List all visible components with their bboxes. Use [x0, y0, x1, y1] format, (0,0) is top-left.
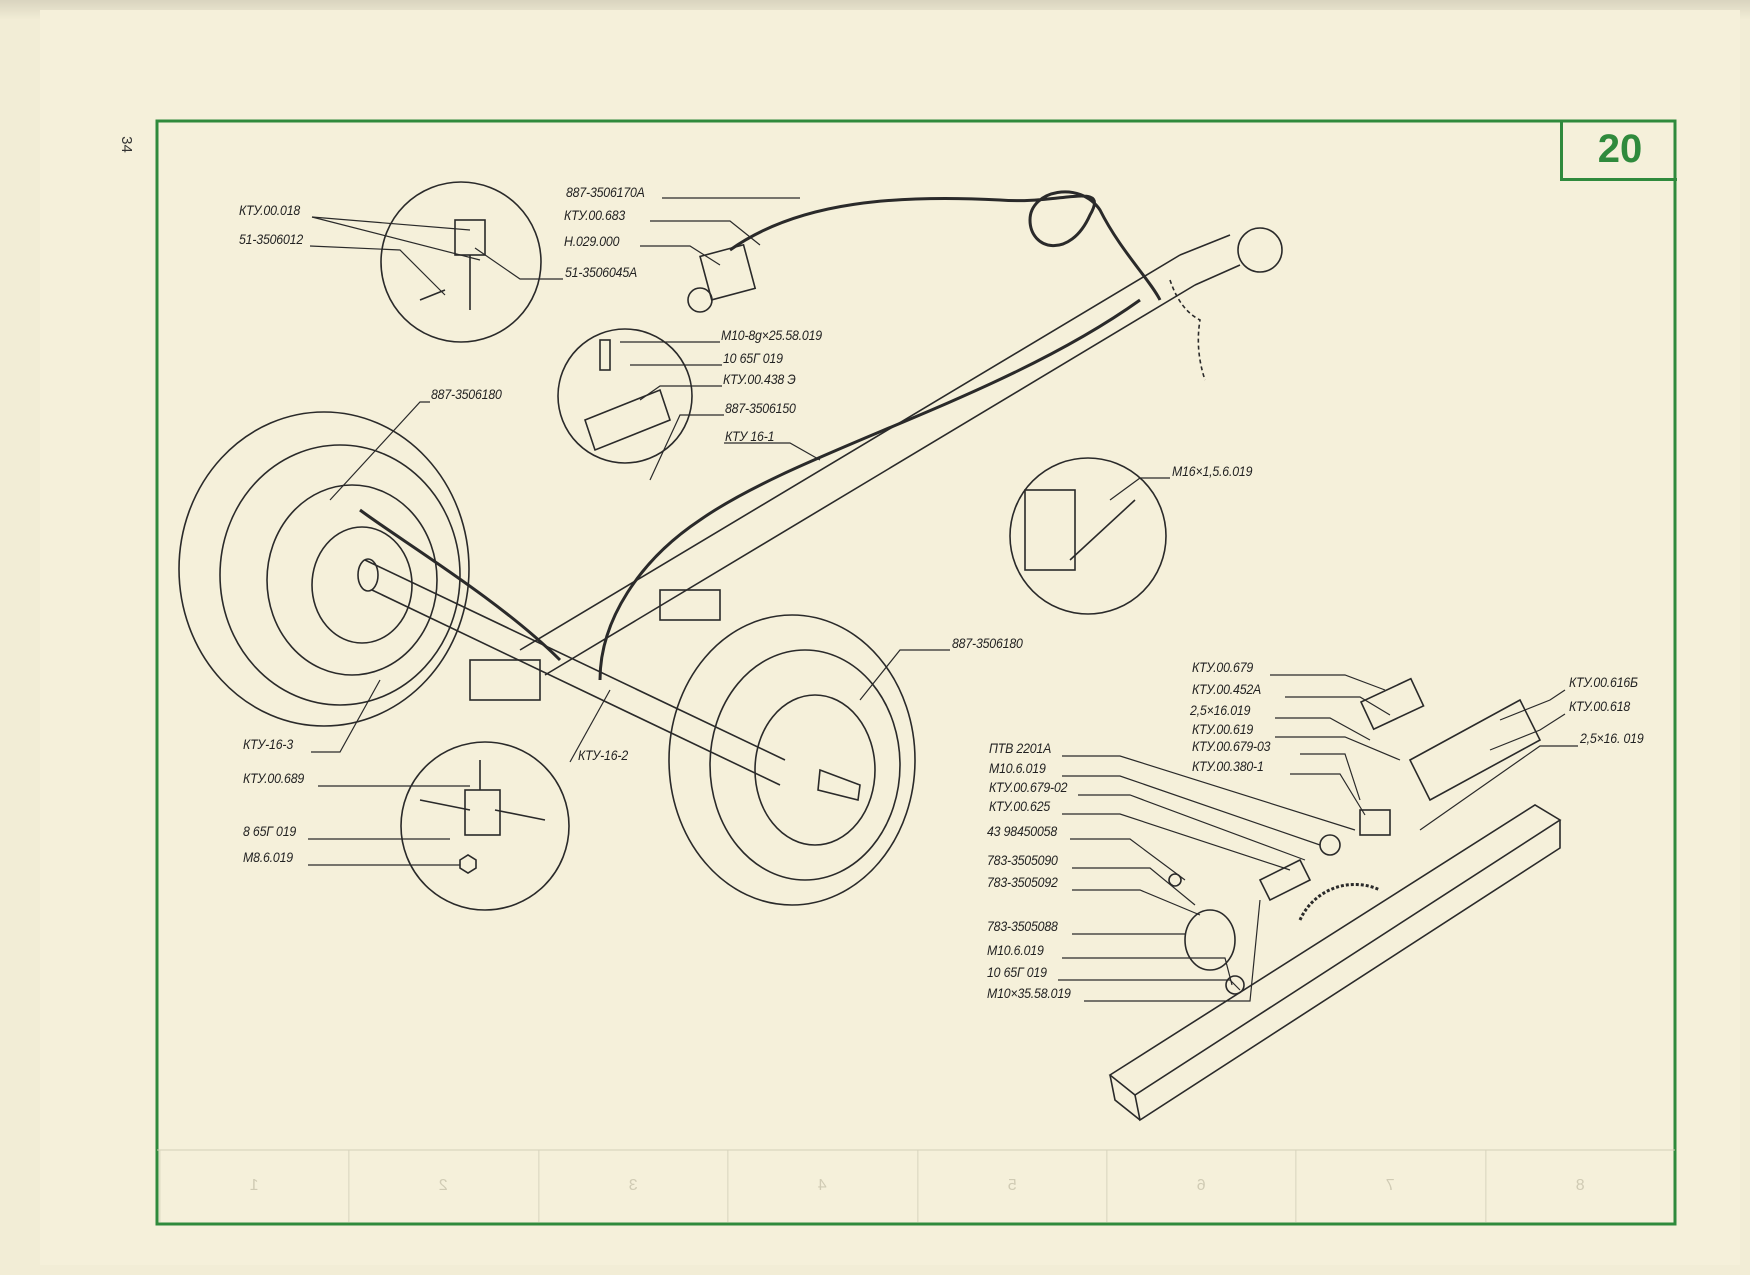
- column-number: 6: [1105, 1150, 1296, 1222]
- part-label: 887-3506170А: [566, 184, 645, 200]
- part-label: КТУ.00.679-03: [1192, 738, 1271, 754]
- part-label: 887-3506180: [952, 635, 1023, 651]
- brake-cable-drawing: [359, 190, 1162, 681]
- part-label: 783-3505092: [987, 874, 1058, 890]
- column-number: 8: [1484, 1150, 1674, 1222]
- part-label: 43 98450058: [987, 823, 1058, 839]
- figure-number: 20: [1597, 126, 1643, 171]
- part-label: 887-3506180: [431, 386, 502, 402]
- part-label: М16×1,5.6.019: [1172, 463, 1253, 479]
- part-label: Н.029.000: [564, 233, 620, 249]
- detail-circle-right: [1009, 457, 1167, 615]
- detail-circle-top-left: [380, 181, 542, 343]
- part-label: 51-3506045А: [565, 264, 638, 280]
- part-label: 10 65Г 019: [987, 964, 1047, 980]
- part-label: КТУ.00.683: [564, 207, 626, 223]
- part-label: КТУ-16-3: [243, 736, 294, 752]
- part-label: 783-3505088: [987, 918, 1058, 934]
- part-label: КТУ.00.625: [989, 798, 1051, 814]
- detail-circle-middle: [557, 328, 693, 464]
- part-label: КТУ-16-2: [578, 747, 629, 763]
- part-label: М10.6.019: [987, 942, 1044, 958]
- part-label: КТУ.00.618: [1569, 698, 1631, 714]
- left-wheel-drawing: [178, 411, 470, 727]
- part-label: 8 65Г 019: [243, 823, 297, 839]
- column-number: 5: [916, 1150, 1106, 1222]
- part-label: КТУ.00.619: [1192, 721, 1254, 737]
- part-label: КТУ.00.679: [1192, 659, 1254, 675]
- catalog-page: [40, 10, 1740, 1265]
- box-beam-drawing: [1108, 804, 1562, 1122]
- part-label: 51-3506012: [239, 231, 304, 247]
- part-label: КТУ.00.452А: [1192, 681, 1262, 697]
- part-label: М10×35.58.019: [987, 985, 1071, 1001]
- figure-number-box: 20: [1560, 120, 1677, 181]
- part-label: М10-8g×25.58.019: [721, 327, 822, 343]
- right-wheel-drawing: [668, 614, 916, 906]
- part-label: КТУ.00.438 Э: [723, 371, 796, 387]
- leader-lines: [308, 197, 1578, 1002]
- part-label: 2,5×16.019: [1190, 702, 1251, 718]
- brake-actuator-drawing: [687, 243, 757, 313]
- column-number: 2: [348, 1150, 538, 1222]
- exploded-parts-drawing: [1168, 677, 1542, 995]
- part-label: М8.6.019: [243, 849, 293, 865]
- part-label: ПТВ 2201А: [989, 740, 1052, 756]
- axle-drawing: [357, 558, 786, 786]
- part-label: КТУ.00.616Б: [1569, 674, 1638, 690]
- column-number-row: 1 2 3 4 5 6 7 8: [159, 1150, 1674, 1222]
- part-label: 2,5×16. 019: [1580, 730, 1644, 746]
- column-number: 1: [159, 1150, 349, 1222]
- part-label: 887-3506150: [725, 400, 796, 416]
- figure-frame: [155, 119, 1677, 1226]
- part-label: КТУ 16-1: [725, 428, 775, 444]
- drawbar-drawing: [469, 227, 1283, 701]
- column-number: 3: [537, 1150, 728, 1222]
- part-label: КТУ.00.679-02: [989, 779, 1068, 795]
- part-label: КТУ.00.380-1: [1192, 758, 1264, 774]
- part-label: 783-3505090: [987, 852, 1058, 868]
- detail-circle-bottom-left: [400, 741, 570, 911]
- part-label: М10.6.019: [989, 760, 1046, 776]
- column-number: 7: [1295, 1150, 1485, 1222]
- column-number: 4: [727, 1150, 917, 1222]
- part-label: 10 65Г 019: [723, 350, 783, 366]
- part-label: КТУ.00.018: [239, 202, 301, 218]
- part-label: КТУ.00.689: [243, 770, 305, 786]
